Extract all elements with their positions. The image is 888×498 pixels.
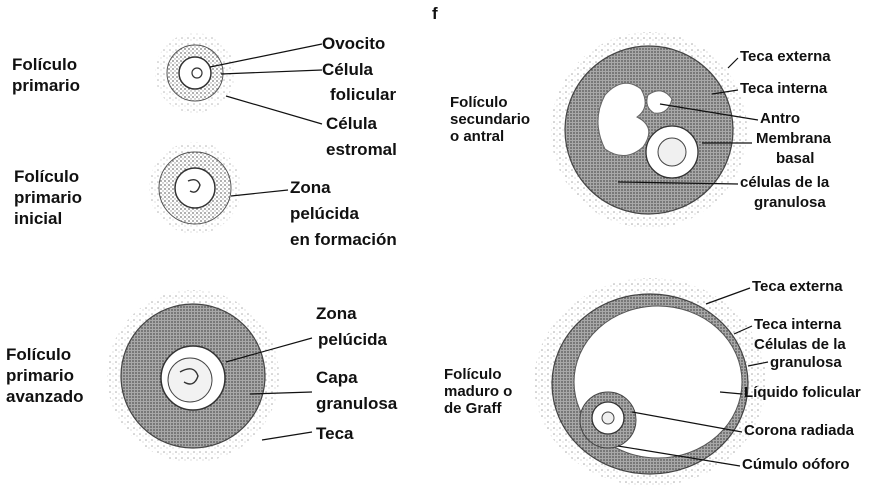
antrum-left xyxy=(598,83,649,155)
label-granulosa-sec: granulosa xyxy=(754,194,826,212)
label-capa: Capa xyxy=(316,368,358,388)
oocyte xyxy=(168,358,212,402)
leader-celula-estromal xyxy=(226,96,322,124)
label-membrana: Membrana xyxy=(756,130,831,148)
oocyte xyxy=(175,168,215,208)
leader-celula-folicular xyxy=(221,70,322,74)
label-basal: basal xyxy=(776,150,814,168)
label-teca: Teca xyxy=(316,424,354,444)
oocyte xyxy=(658,138,686,166)
title-foliculo-primario-avanzado: Folículo primario avanzado xyxy=(6,344,83,407)
label-folicular: folicular xyxy=(330,85,396,105)
label-granulosa: granulosa xyxy=(316,394,397,414)
label-granulosa-mad: granulosa xyxy=(770,354,842,372)
label-estromal: estromal xyxy=(326,140,397,160)
label-pelucida-2: pelúcida xyxy=(318,330,387,350)
leader-teca-externa xyxy=(728,58,738,68)
oocyte-nucleus xyxy=(192,68,202,78)
title-foliculo-primario-inicial: Folículo primario inicial xyxy=(14,166,82,229)
label-teca-interna: Teca interna xyxy=(740,80,827,98)
secondary-follicle-illustration xyxy=(551,32,758,228)
title-foliculo-secundario: Folículo secundario o antral xyxy=(450,94,530,145)
label-celulas-de-la-mad: Células de la xyxy=(754,336,846,354)
label-teca-externa: Teca externa xyxy=(740,48,831,66)
label-en-formacion: en formación xyxy=(290,230,397,250)
label-teca-externa-mad: Teca externa xyxy=(752,278,843,296)
leader-teca xyxy=(262,432,312,440)
label-liquido-folicular: Líquido folicular xyxy=(744,384,861,402)
label-zona-2: Zona xyxy=(316,304,357,324)
label-teca-interna-mad: Teca interna xyxy=(754,316,841,334)
label-ovocito: Ovocito xyxy=(322,34,385,54)
oocyte-nucleus xyxy=(602,412,614,424)
advanced-primary-follicle-illustration xyxy=(107,290,312,462)
label-cumulo-ooforo: Cúmulo oóforo xyxy=(742,456,849,474)
title-foliculo-primario: Folículo primario xyxy=(12,54,80,96)
label-corona-radiada: Corona radiada xyxy=(744,422,854,440)
label-celula-2: Célula xyxy=(326,114,377,134)
label-celula: Célula xyxy=(322,60,373,80)
label-celulas-de-la: células de la xyxy=(740,174,829,192)
label-pelucida: pelúcida xyxy=(290,204,359,224)
title-foliculo-maduro: Folículo maduro o de Graff xyxy=(444,366,512,417)
label-antro: Antro xyxy=(760,110,800,128)
early-primary-follicle-illustration xyxy=(149,142,288,234)
primary-follicle-illustration xyxy=(155,33,322,124)
page-mark: f xyxy=(432,4,438,24)
mature-follicle-illustration xyxy=(534,278,768,486)
label-zona: Zona xyxy=(290,178,331,198)
